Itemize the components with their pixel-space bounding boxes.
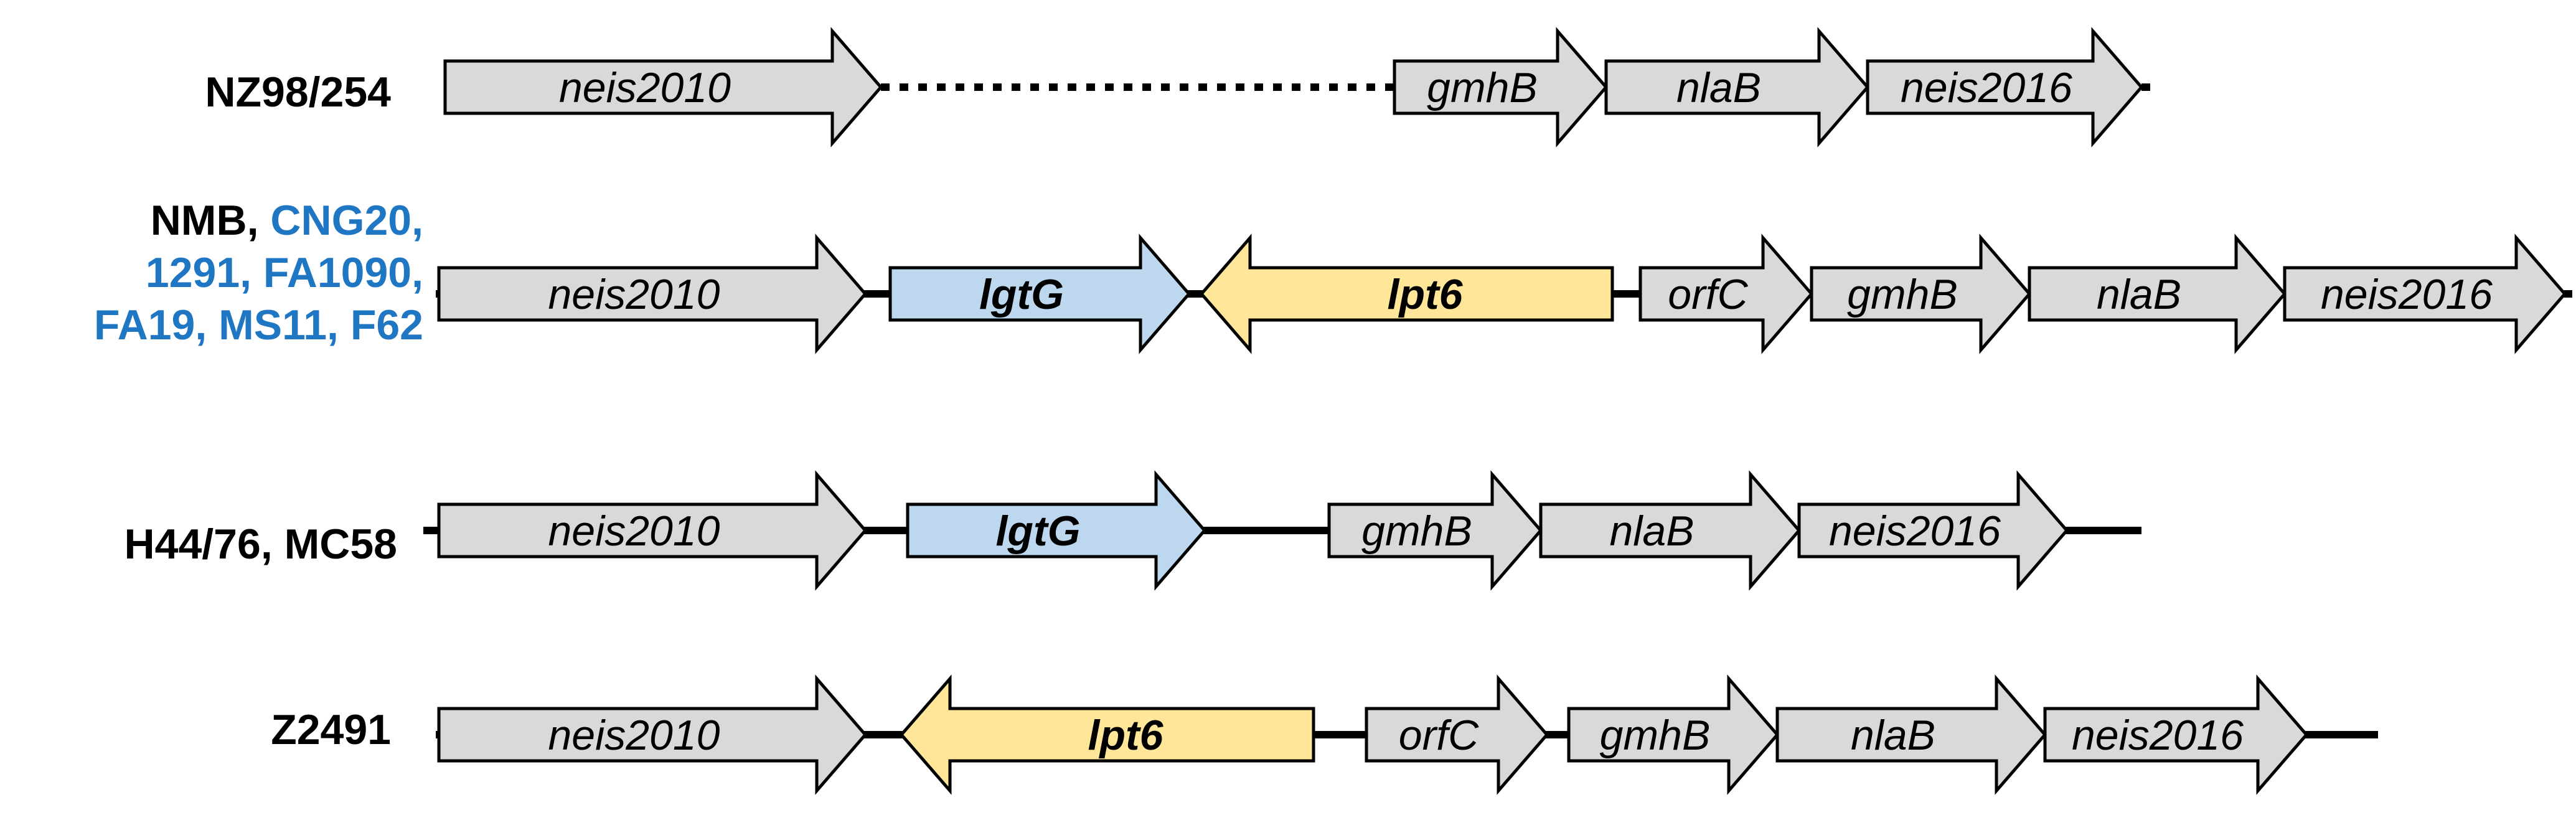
lane-label-h44-mc58: H44/76, MC58 (125, 518, 397, 570)
gene-name-label: neis2010 (548, 712, 720, 759)
gene-arrow-shape (1539, 470, 1802, 591)
gene-arrow-lgtG: lgtG (888, 233, 1192, 354)
gene-name-label: gmhB (1427, 64, 1538, 111)
gene-arrow-neis2010: neis2010 (437, 470, 868, 591)
gene-arrow-shape (1199, 233, 1614, 354)
gene-arrow-lpt6: lpt6 (899, 674, 1315, 795)
gene-arrow-shape (2043, 674, 2309, 795)
gene-arrow-nlaB: nlaB (1604, 27, 1870, 148)
gene-name-label: gmhB (1847, 271, 1958, 318)
label-line: FA19, MS11, F62 (94, 299, 423, 351)
gene-name-label: lgtG (996, 507, 1081, 555)
gene-name-label: orfC (1668, 271, 1748, 318)
gene-arrow-nlaB: nlaB (1539, 470, 1802, 591)
gene-arrow-shape (1567, 674, 1780, 795)
gene-name-label: nlaB (1851, 712, 1935, 759)
gene-name-label: neis2016 (1901, 64, 2072, 111)
label-part: NZ98/254 (205, 68, 391, 116)
label-part: FA19, MS11, F62 (93, 301, 423, 349)
gene-name-label: nlaB (2097, 271, 2181, 318)
gene-arrow-shape (437, 233, 868, 354)
gene-name-label: lpt6 (1088, 712, 1164, 759)
gene-name-label: neis2010 (559, 64, 731, 111)
gene-arrow-shape (899, 674, 1315, 795)
gene-arrow-gmhB: gmhB (1327, 470, 1543, 591)
gene-arrow-orfC: orfC (1638, 233, 1814, 354)
gene-arrow-neis2016: neis2016 (1866, 27, 2144, 148)
gene-arrow-neis2010: neis2010 (437, 233, 868, 354)
gene-arrow-shape (1797, 470, 2069, 591)
gene-arrow-shape (1327, 470, 1543, 591)
gene-arrow-neis2016: neis2016 (2043, 674, 2309, 795)
gene-arrow-gmhB: gmhB (1567, 674, 1780, 795)
gene-arrow-gmhB: gmhB (1393, 27, 1609, 148)
gene-arrow-shape (1775, 674, 2047, 795)
gene-arrow-shape (443, 27, 883, 148)
gene-name-label: lpt6 (1388, 271, 1464, 318)
gene-name-label: neis2010 (548, 271, 720, 318)
label-part: NMB, (150, 197, 259, 244)
gene-name-label: nlaB (1609, 507, 1694, 555)
gene-arrow-nlaB: nlaB (1775, 674, 2047, 795)
label-line: 1291, FA1090, (94, 247, 423, 299)
gene-arrow-shape (2283, 233, 2567, 354)
label-part: CNG20, (258, 197, 423, 244)
gene-arrow-shape (1365, 674, 1549, 795)
gene-arrow-shape (1638, 233, 1814, 354)
gene-arrow-neis2016: neis2016 (1797, 470, 2069, 591)
lane-label-nz98: NZ98/254 (205, 66, 391, 118)
gene-arrow-lpt6: lpt6 (1199, 233, 1614, 354)
gene-arrow-neis2016: neis2016 (2283, 233, 2567, 354)
gene-arrow-shape (1866, 27, 2144, 148)
gene-name-label: nlaB (1676, 64, 1761, 111)
label-part: 1291, FA1090, (145, 249, 423, 296)
gene-arrow-shape (437, 674, 868, 795)
label-line: NMB, CNG20, (94, 194, 423, 247)
gene-arrow-gmhB: gmhB (1810, 233, 2032, 354)
gene-arrow-shape (2028, 233, 2287, 354)
gene-name-label: neis2016 (1829, 507, 2001, 555)
gene-arrow-shape (437, 470, 868, 591)
gene-arrow-lgtG: lgtG (906, 470, 1207, 591)
gene-name-label: gmhB (1600, 712, 1711, 759)
lane-label-nmb-group: NMB, CNG20, 1291, FA1090, FA19, MS11, F6… (94, 194, 423, 351)
gene-name-label: neis2010 (548, 507, 720, 555)
label-part: Z2491 (271, 706, 391, 753)
gene-arrow-nlaB: nlaB (2028, 233, 2287, 354)
gene-arrow-shape (906, 470, 1207, 591)
gene-arrow-shape (888, 233, 1192, 354)
gene-arrow-neis2010: neis2010 (437, 674, 868, 795)
lane-label-z2491: Z2491 (271, 704, 391, 756)
gene-arrow-shape (1810, 233, 2032, 354)
gene-name-label: orfC (1399, 712, 1479, 759)
gene-name-label: lgtG (979, 271, 1064, 318)
gene-arrow-neis2010: neis2010 (443, 27, 883, 148)
gene-arrow-orfC: orfC (1365, 674, 1549, 795)
gene-name-label: gmhB (1361, 507, 1472, 555)
label-part: H44/76, MC58 (124, 521, 397, 568)
gene-name-label: neis2016 (2321, 271, 2493, 318)
gene-arrow-shape (1393, 27, 1609, 148)
gene-name-label: neis2016 (2072, 712, 2244, 759)
gene-arrow-shape (1604, 27, 1870, 148)
